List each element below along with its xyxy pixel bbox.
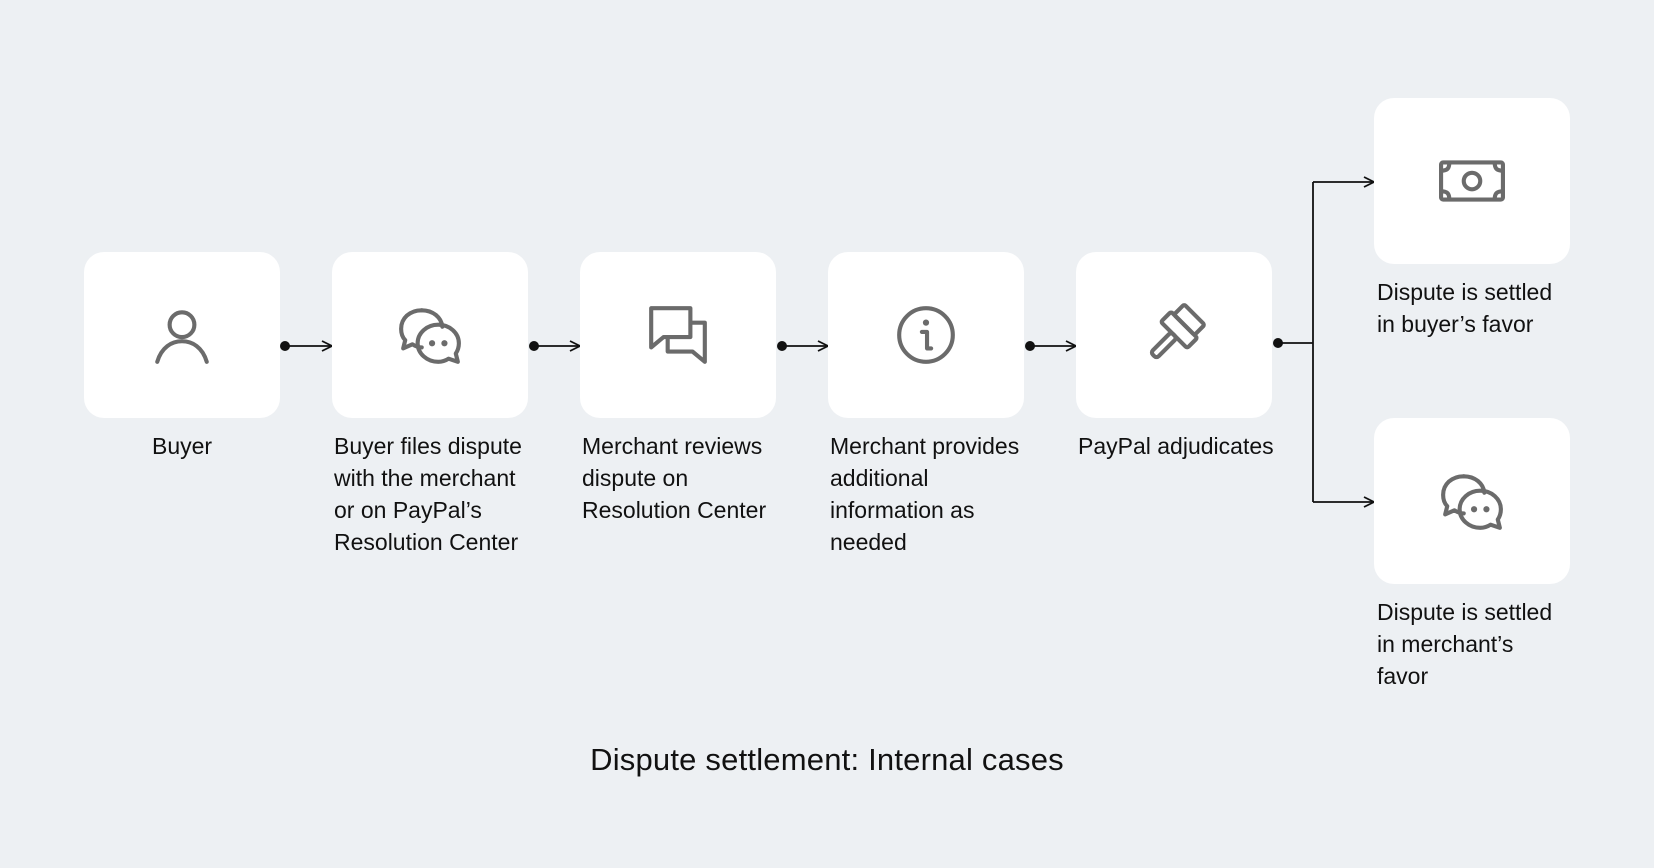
chat-bubbles-icon [1441,474,1503,530]
step-card-file-dispute [332,252,528,418]
step-label-file-dispute: Buyer files dispute with the merchant or… [334,433,522,555]
step-card-merchant-reviews [580,252,776,418]
connector-1 [280,341,332,351]
banknote-icon [1439,160,1505,202]
step-card-buyer [84,252,280,418]
diagram-title: Dispute settlement: Internal cases [590,742,1064,777]
branch-connector [1273,182,1374,502]
gavel-icon [1149,303,1206,360]
connector-3 [777,341,828,351]
chat-bubbles-icon [399,308,461,364]
message-square-icon [649,306,707,364]
step-card-paypal-adjudicates [1076,252,1272,418]
step-label-buyer: Buyer [152,433,213,459]
outcome-card-merchant-favor [1374,418,1570,584]
step-card-merchant-provides [828,252,1024,418]
user-icon [155,310,209,364]
outcome-label-buyer-favor: Dispute is settled in buyer’s favor [1377,279,1553,337]
connector-4 [1025,341,1076,351]
info-icon [897,306,955,364]
connector-2 [529,341,580,351]
step-label-merchant-provides: Merchant provides additional information… [830,433,1020,555]
outcome-card-buyer-favor [1374,98,1570,264]
step-label-paypal-adjudicates: PayPal adjudicates [1078,433,1274,459]
outcome-label-merchant-favor: Dispute is settled in merchant’s favor [1377,599,1553,689]
step-label-merchant-reviews: Merchant reviews dispute on Resolution C… [582,433,767,523]
